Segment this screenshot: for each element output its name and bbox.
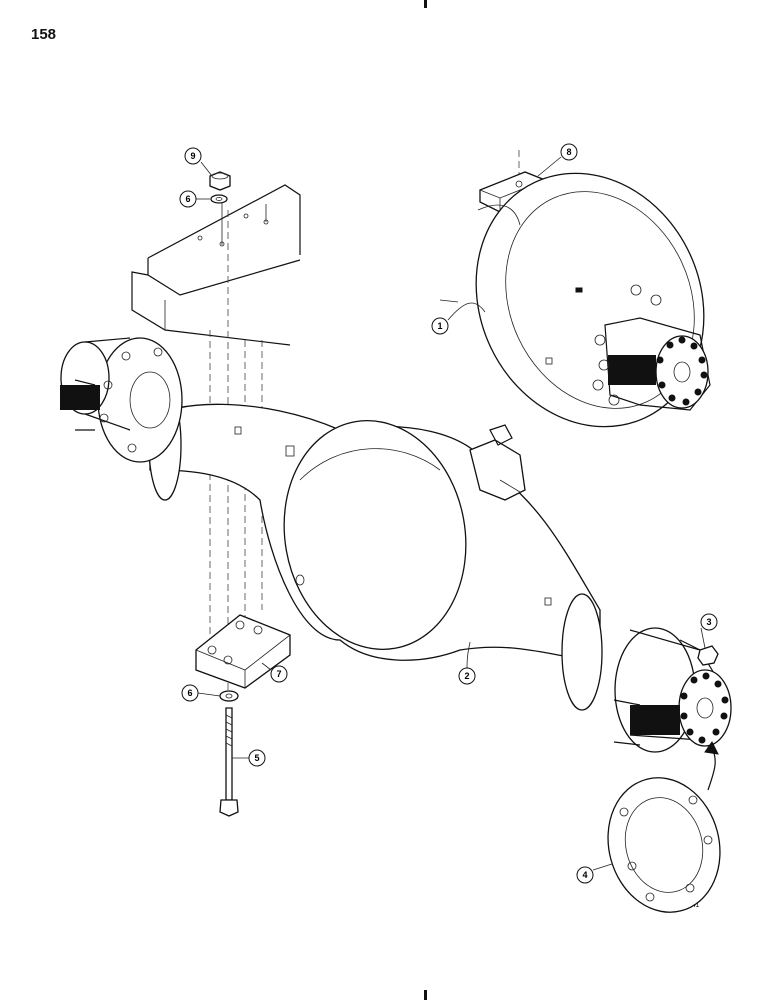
svg-text:4: 4 [582, 870, 587, 880]
callout-4: 4 [576, 866, 594, 884]
upper-washer [210, 194, 228, 204]
axle-housing [119, 389, 603, 711]
svg-text:9: 9 [190, 151, 195, 161]
callout-2: 2 [458, 667, 476, 685]
svg-text:7: 7 [276, 669, 281, 679]
brake-drum-assembly [475, 172, 711, 428]
svg-text:6: 6 [185, 194, 190, 204]
top-registration-mark [424, 0, 427, 8]
page-number: 158 [31, 26, 57, 43]
left-hub [60, 337, 183, 463]
shim-ring [607, 741, 721, 913]
svg-text:1: 1 [437, 321, 442, 331]
svg-text:8: 8 [566, 147, 571, 157]
svg-text:3: 3 [706, 617, 711, 627]
upper-nut [209, 171, 231, 191]
bottom-registration-mark [424, 990, 427, 1000]
callouts: 9 6 8 1 3 2 7 6 [179, 143, 718, 884]
callout-6b: 6 [181, 684, 199, 702]
svg-text:6: 6 [187, 688, 192, 698]
bottom-plate [195, 614, 291, 689]
callout-6a: 6 [179, 190, 197, 208]
callout-8: 8 [560, 143, 578, 161]
callout-5: 5 [248, 749, 266, 767]
right-hub [613, 627, 732, 753]
callout-3: 3 [700, 613, 718, 631]
callout-9: 9 [184, 147, 202, 165]
svg-text:2: 2 [464, 671, 469, 681]
mounting-bolt [219, 707, 239, 817]
wheel-nut [697, 645, 719, 666]
leader-lines [196, 156, 706, 871]
callout-7: 7 [270, 665, 288, 683]
svg-text:5: 5 [254, 753, 259, 763]
lower-washer [219, 690, 239, 702]
callout-1: 1 [431, 317, 449, 335]
frame-rail [131, 184, 301, 346]
